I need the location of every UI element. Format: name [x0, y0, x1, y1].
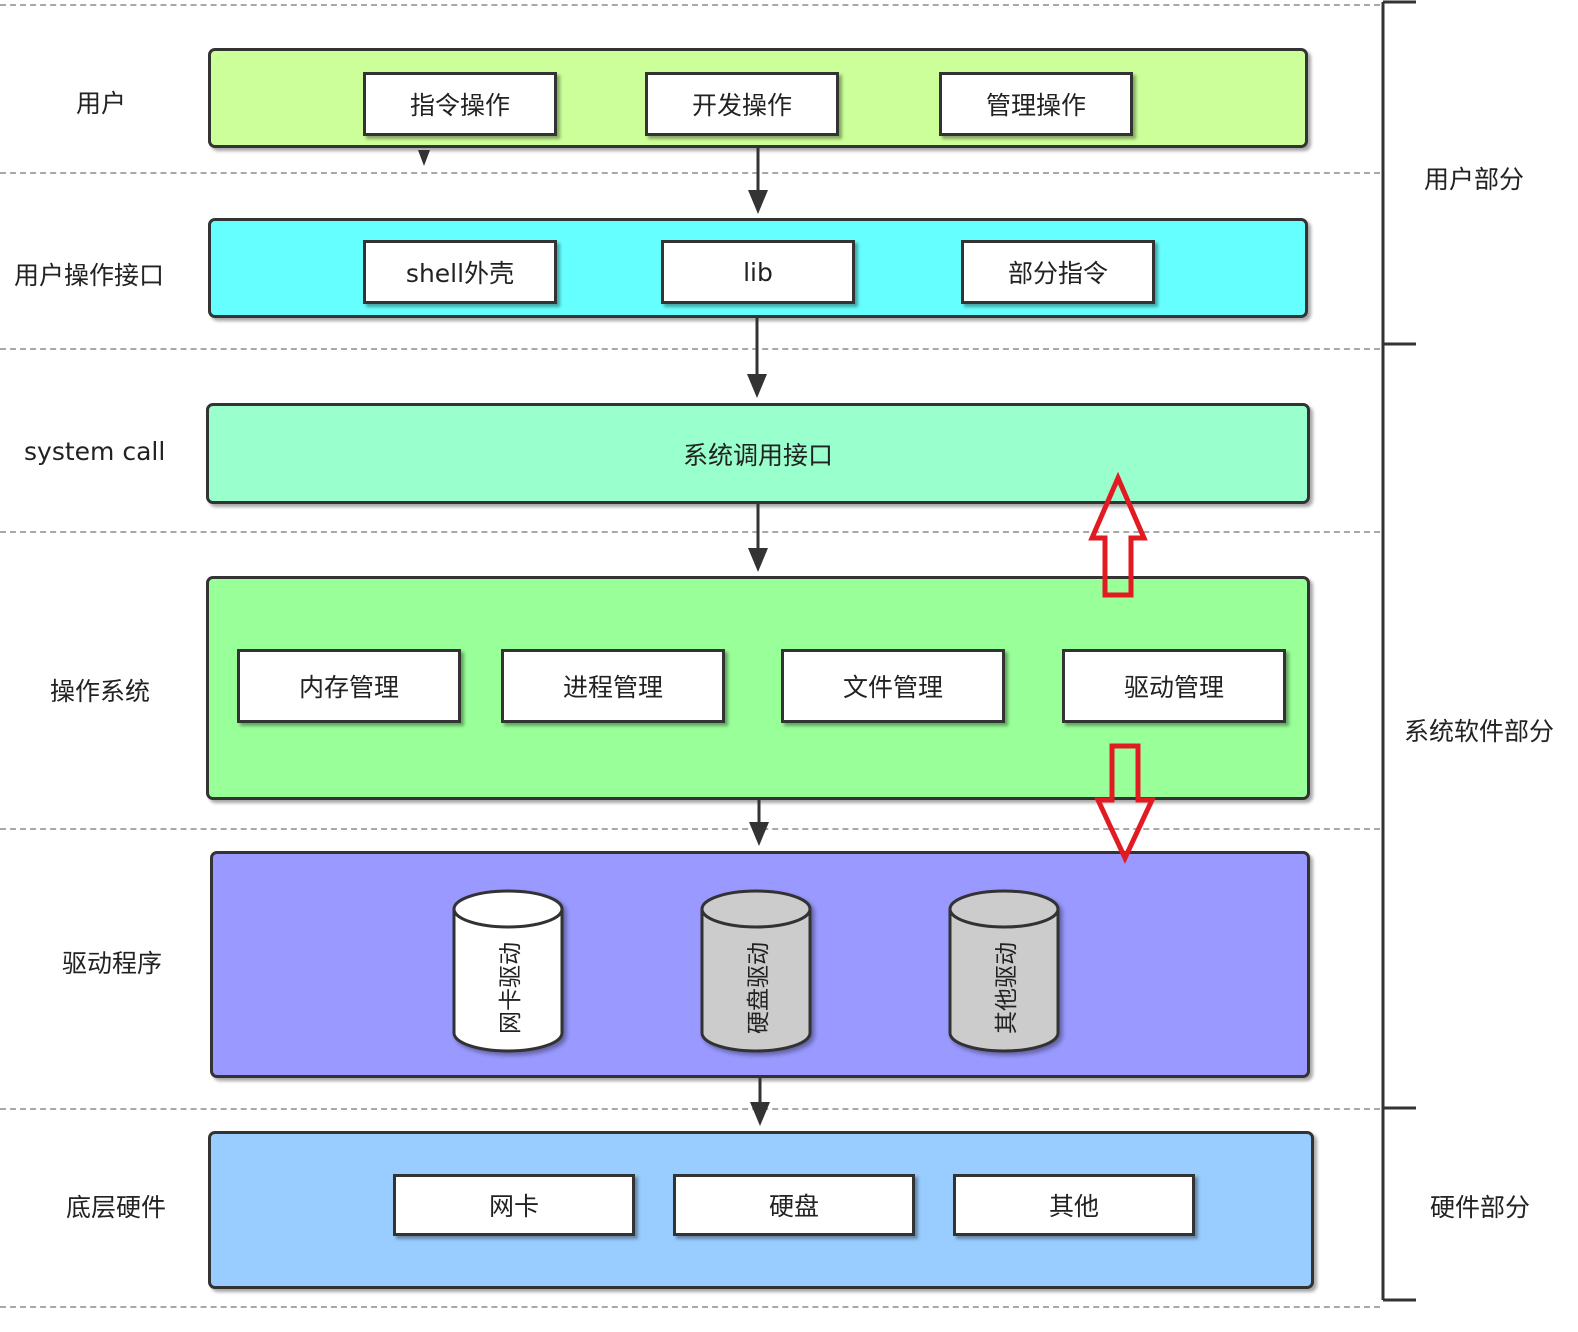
- layer-label-hardware: 底层硬件: [66, 1193, 167, 1222]
- separator-1: [0, 172, 1380, 174]
- box-nic: 网卡: [393, 1174, 635, 1236]
- separator-3: [0, 531, 1380, 533]
- separator-bottom: [0, 1306, 1380, 1308]
- flow-arrow-1: [748, 148, 768, 214]
- box-driver-management: 驱动管理: [1062, 649, 1286, 723]
- cylinder-label-other-driver: 其他驱动: [994, 942, 1020, 1034]
- section-bracket: [1381, 0, 1416, 1302]
- box-admin-operation: 管理操作: [939, 72, 1133, 136]
- cylinder-label-nic-driver: 网卡驱动: [498, 942, 524, 1034]
- box-other: 其他: [953, 1174, 1195, 1236]
- flow-arrow-2: [747, 318, 767, 398]
- section-label-hardware: 硬件部分: [1430, 1193, 1531, 1222]
- box-dev-operation: 开发操作: [645, 72, 839, 136]
- separator-5: [0, 1108, 1380, 1110]
- layer-label-interface: 用户操作接口: [14, 261, 165, 290]
- cylinder-label-disk-driver: 硬盘驱动: [746, 942, 772, 1034]
- layer-label-user: 用户: [76, 89, 127, 118]
- layer-label-os: 操作系统: [50, 677, 151, 706]
- separator-2: [0, 348, 1380, 350]
- flow-arrow-4: [749, 800, 769, 846]
- separator-4: [0, 828, 1380, 830]
- separator-top: [0, 4, 1380, 6]
- box-process-management: 进程管理: [501, 649, 725, 723]
- box-disk: 硬盘: [673, 1174, 915, 1236]
- box-memory-management: 内存管理: [237, 649, 461, 723]
- flow-arrow-5: [750, 1078, 770, 1126]
- layer-label-driver: 驱动程序: [62, 949, 163, 978]
- box-command-operation: 指令操作: [363, 72, 557, 136]
- section-label-user: 用户部分: [1424, 165, 1525, 194]
- layer-label-syscall: system call: [24, 437, 166, 466]
- section-label-system-software: 系统软件部分: [1404, 717, 1555, 746]
- small-pointer-arrow: [418, 150, 430, 166]
- box-shell: shell外壳: [363, 240, 557, 304]
- syscall-interface-text: 系统调用接口: [682, 440, 833, 470]
- box-lib: lib: [661, 240, 855, 304]
- box-file-management: 文件管理: [781, 649, 1005, 723]
- box-partial-commands: 部分指令: [961, 240, 1155, 304]
- flow-arrow-3: [748, 504, 768, 572]
